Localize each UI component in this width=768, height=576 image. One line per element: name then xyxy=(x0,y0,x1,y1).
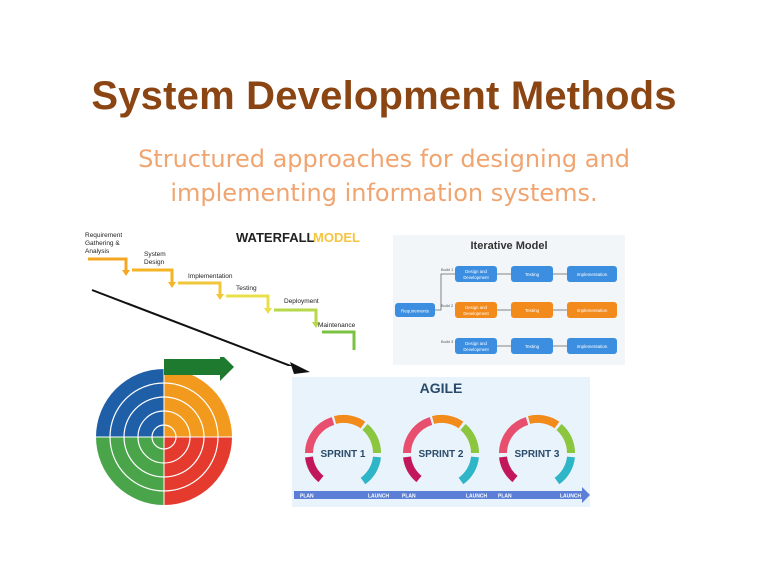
waterfall-model-image: WATERFALL MODEL Requirement Gathering & … xyxy=(84,226,368,369)
launch-label: LAUNCH xyxy=(368,494,389,500)
waterfall-step-bar xyxy=(322,330,356,350)
design-box xyxy=(455,338,497,354)
agile-diagram: AGILE SPRINT 1 SPRINT 2 SPRINT 3 PL xyxy=(294,380,590,503)
slide-title: System Development Methods xyxy=(91,74,677,118)
design-label: Development xyxy=(463,311,489,316)
launch-label: LAUNCH xyxy=(560,494,581,500)
spiral-diagram xyxy=(96,353,234,505)
build-label: Build 2 xyxy=(441,303,454,308)
design-label: Design and xyxy=(465,341,487,346)
agile-timeline-arrow xyxy=(582,487,590,503)
waterfall-step-bar xyxy=(274,308,318,322)
spiral-quadrant-orange xyxy=(164,369,232,437)
implementation-label: Implementation xyxy=(577,308,608,313)
testing-label: Testing xyxy=(525,272,540,277)
implementation-label: Implementation xyxy=(577,344,608,349)
launch-label: LAUNCH xyxy=(466,494,487,500)
waterfall-arrow xyxy=(264,308,272,314)
sprint-label: SPRINT 2 xyxy=(418,449,463,460)
sprint-label: SPRINT 1 xyxy=(320,449,365,460)
waterfall-step-text: Deployment xyxy=(284,298,319,305)
waterfall-heading-model: MODEL xyxy=(313,230,360,245)
waterfall-arrow xyxy=(122,270,130,276)
spiral-quadrant-red xyxy=(164,437,232,505)
waterfall-diagonal-arrow xyxy=(91,289,297,369)
iterative-diagram: Iterative Model Requirements Build 1 Bui… xyxy=(395,240,617,354)
diagonal-arrowhead xyxy=(290,362,310,374)
design-box xyxy=(455,302,497,318)
agile-timeline-bar xyxy=(294,491,584,499)
implementation-label: Implementation xyxy=(577,272,608,277)
waterfall-step-text: Analysis xyxy=(85,248,110,255)
waterfall-step-bar xyxy=(226,294,270,308)
build-label: Build 1 xyxy=(441,267,454,272)
testing-box xyxy=(511,266,553,282)
waterfall-arrow xyxy=(216,294,224,300)
testing-label: Testing xyxy=(525,344,540,349)
design-label: Development xyxy=(463,275,489,280)
testing-box xyxy=(511,338,553,354)
waterfall-step-text: Design xyxy=(144,259,165,266)
waterfall-step-bar xyxy=(132,268,174,282)
sprint-cycle xyxy=(499,414,576,485)
agile-model-image: AGILE SPRINT 1 SPRINT 2 SPRINT 3 PL xyxy=(292,377,590,507)
design-label: Development xyxy=(463,347,489,352)
build-label: Build 3 xyxy=(441,339,454,344)
waterfall-step-text: Gathering & xyxy=(85,240,120,247)
waterfall-step-text: Implementation xyxy=(188,273,233,280)
testing-label: Testing xyxy=(525,308,540,313)
spiral-top-arrow xyxy=(164,353,234,381)
plan-label: PLAN xyxy=(300,494,314,500)
waterfall-step-text: System xyxy=(144,251,166,258)
sprint-cycle xyxy=(305,414,382,485)
waterfall-step-text: Testing xyxy=(236,285,257,292)
sprint-label: SPRINT 3 xyxy=(514,449,559,460)
iterative-title: Iterative Model xyxy=(470,240,547,252)
spiral-quadrant-green xyxy=(96,437,164,505)
requirements-label: Requirements xyxy=(401,309,430,314)
waterfall-step-bar xyxy=(178,281,222,294)
iterative-branch-lines xyxy=(435,273,455,311)
testing-box xyxy=(511,302,553,318)
plan-label: PLAN xyxy=(498,494,512,500)
waterfall-heading: WATERFALL xyxy=(236,230,315,245)
waterfall-arrow xyxy=(168,282,176,288)
slide-subtitle: Structured approaches for designing and … xyxy=(138,145,630,207)
plan-label: PLAN xyxy=(402,494,416,500)
waterfall-diagram: WATERFALL MODEL Requirement Gathering & … xyxy=(85,230,360,369)
design-box xyxy=(455,266,497,282)
waterfall-arrow xyxy=(312,322,320,328)
waterfall-step-text: Maintenance xyxy=(318,322,356,329)
requirements-box xyxy=(395,303,435,317)
agile-title: AGILE xyxy=(420,380,463,396)
design-label: Design and xyxy=(465,269,487,274)
implementation-box xyxy=(567,338,617,354)
design-label: Design and xyxy=(465,305,487,310)
implementation-box xyxy=(567,266,617,282)
waterfall-step-text: Requirement xyxy=(85,232,122,239)
spiral-model-image xyxy=(84,353,244,509)
sprint-cycle xyxy=(403,414,480,485)
iterative-model-image: Iterative Model Requirements Build 1 Bui… xyxy=(393,235,625,365)
implementation-box xyxy=(567,302,617,318)
spiral-quadrant-blue xyxy=(96,369,164,437)
waterfall-step-bar xyxy=(88,257,128,270)
